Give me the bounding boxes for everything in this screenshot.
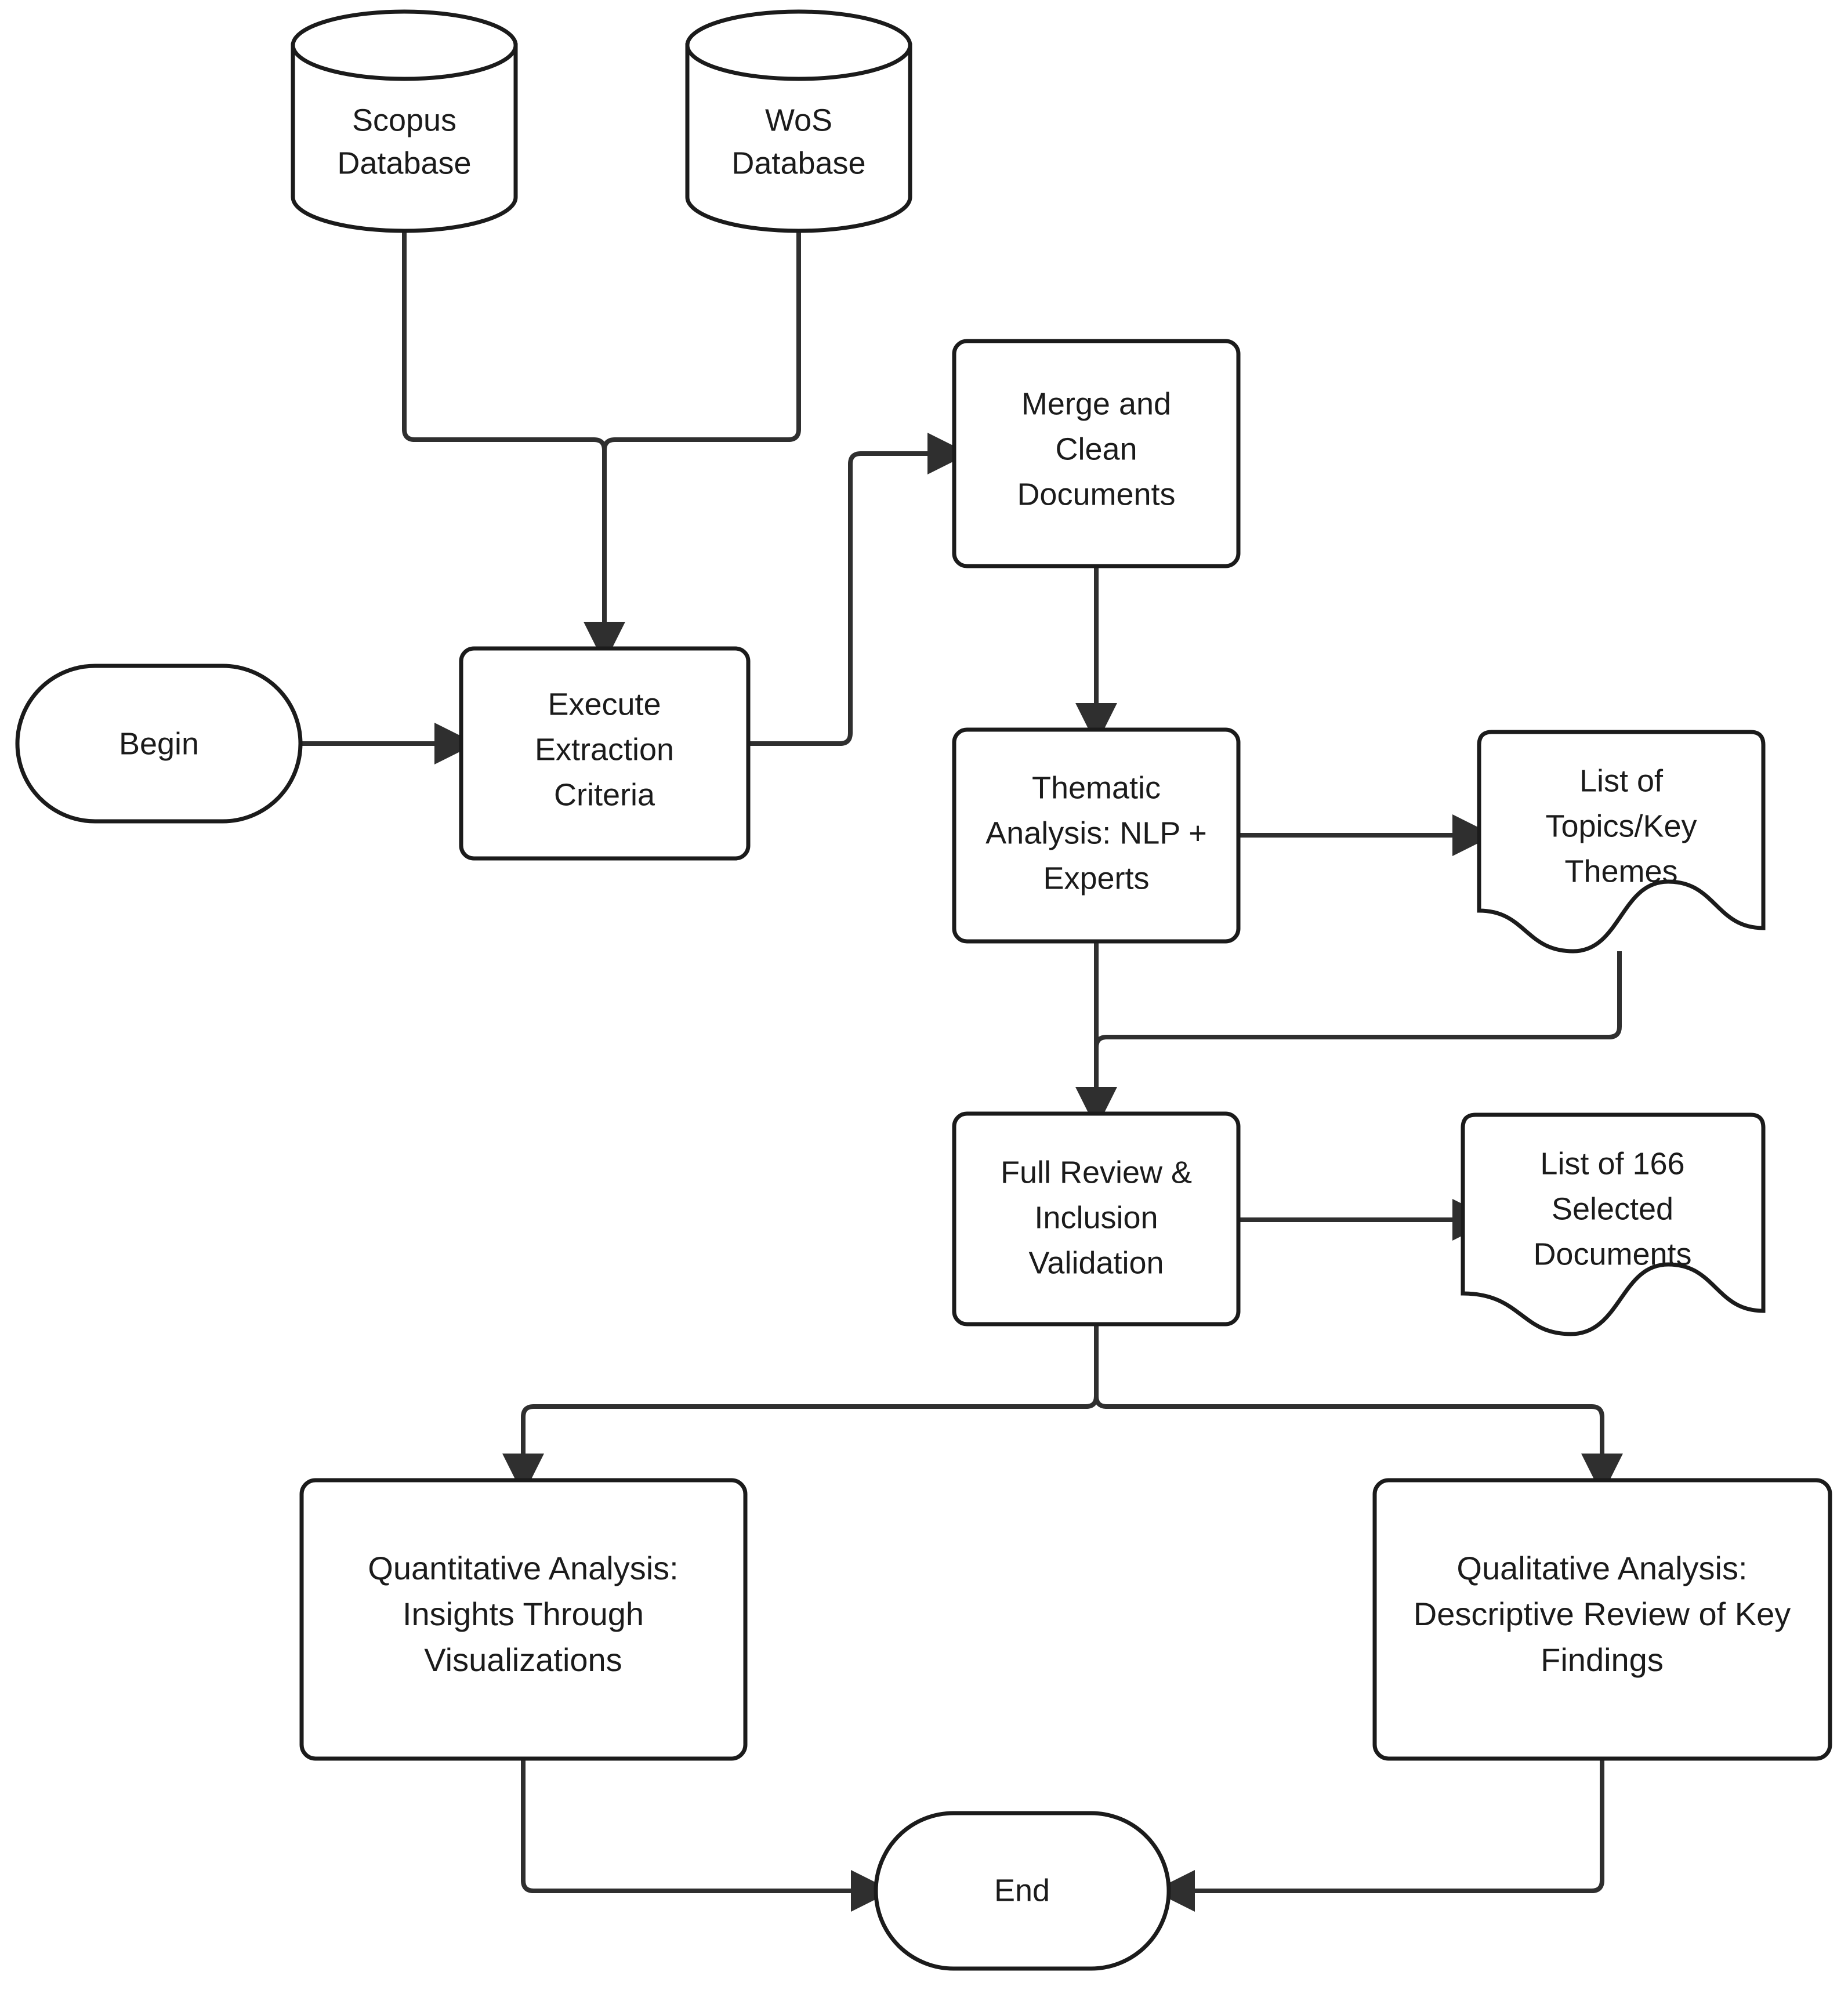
qualitative-shape <box>1372 1478 1832 1761</box>
thematic-shape <box>952 727 1241 944</box>
merge-label-line1: Merge and <box>1021 386 1171 421</box>
topics-label-line3: Themes <box>1564 854 1677 889</box>
selecteddocs-label-line2: Selected <box>1552 1191 1673 1226</box>
merge-label-line2: Clean <box>1055 432 1137 466</box>
qualitative-label-line2: Descriptive Review of Key <box>1414 1596 1791 1632</box>
quantitative-label-line3: Visualizations <box>424 1641 622 1678</box>
quantitative-shape <box>299 1478 748 1761</box>
fullreview-shape <box>952 1111 1241 1326</box>
fullreview-label-line1: Full Review & <box>1001 1155 1192 1190</box>
execute-label-line1: Execute <box>548 687 661 722</box>
topics-document-shape <box>1477 730 1766 954</box>
execute-label-line3: Criteria <box>554 777 655 812</box>
fullreview-label-line2: Inclusion <box>1034 1200 1158 1235</box>
thematic-label-line1: Thematic <box>1032 770 1161 805</box>
selecteddocs-document-shape <box>1461 1112 1766 1336</box>
node-begin[interactable]: Begin <box>15 664 303 824</box>
node-merge-clean-documents[interactable]: Merge and Clean Documents <box>952 339 1241 568</box>
selecteddocs-label-line1: List of 166 <box>1540 1146 1684 1181</box>
node-topics-key-themes-document[interactable]: List of Topics/Key Themes <box>1477 730 1766 954</box>
qualitative-label-line1: Qualitative Analysis: <box>1456 1550 1747 1586</box>
fullreview-label-line3: Validation <box>1028 1245 1164 1280</box>
quantitative-label-line2: Insights Through <box>403 1596 644 1632</box>
cylinder-body-wos <box>685 43 912 233</box>
edge-fullreview-to-qualitative <box>1094 1324 1623 1495</box>
node-thematic-analysis[interactable]: Thematic Analysis: NLP + Experts <box>952 727 1241 944</box>
execute-shape <box>459 646 751 861</box>
edge-scopus-to-execute <box>402 232 625 664</box>
edge-qualitative-to-end <box>1153 1759 1604 1912</box>
node-quantitative-analysis[interactable]: Quantitative Analysis: Insights Through … <box>299 1478 748 1761</box>
thematic-label-line2: Analysis: NLP + <box>985 816 1207 850</box>
end-label: End <box>994 1873 1050 1908</box>
selecteddocs-label-line3: Documents <box>1533 1237 1691 1271</box>
wos-label-line1: WoS <box>765 103 832 137</box>
edge-fullreview-to-quantitative <box>502 1324 1099 1495</box>
node-qualitative-analysis[interactable]: Qualitative Analysis: Descriptive Review… <box>1372 1478 1832 1761</box>
cylinder-body-scopus <box>291 43 518 233</box>
node-scopus-database[interactable]: Scopus Database <box>291 9 518 233</box>
node-end[interactable]: End <box>874 1811 1171 1971</box>
edge-topics-to-fullreview <box>1094 951 1622 1092</box>
merge-shape <box>952 339 1241 568</box>
edge-layer <box>302 232 1623 1912</box>
scopus-label-line1: Scopus <box>352 103 456 137</box>
node-wos-database[interactable]: WoS Database <box>685 9 912 233</box>
node-full-review-inclusion-validation[interactable]: Full Review & Inclusion Validation <box>952 1111 1241 1326</box>
scopus-label-line2: Database <box>337 146 471 180</box>
edge-wos-to-execute <box>602 232 801 626</box>
merge-label-line3: Documents <box>1017 477 1175 512</box>
thematic-label-line3: Experts <box>1043 861 1149 896</box>
cylinder-top-scopus <box>291 9 518 81</box>
node-selected-documents-document[interactable]: List of 166 Selected Documents <box>1461 1112 1766 1336</box>
cylinder-top-wos <box>685 9 912 81</box>
topics-label-line2: Topics/Key <box>1545 809 1697 843</box>
execute-label-line2: Extraction <box>535 732 674 767</box>
begin-label: Begin <box>119 726 199 761</box>
node-execute-extraction-criteria[interactable]: Execute Extraction Criteria <box>459 646 751 861</box>
topics-label-line1: List of <box>1579 763 1664 798</box>
begin-shape <box>15 664 303 824</box>
qualitative-label-line3: Findings <box>1541 1641 1664 1678</box>
end-shape <box>874 1811 1171 1971</box>
edge-execute-to-merge <box>749 433 969 746</box>
quantitative-label-line1: Quantitative Analysis: <box>368 1550 678 1586</box>
edge-quantitative-to-end <box>521 1759 893 1912</box>
wos-label-line2: Database <box>731 146 865 180</box>
